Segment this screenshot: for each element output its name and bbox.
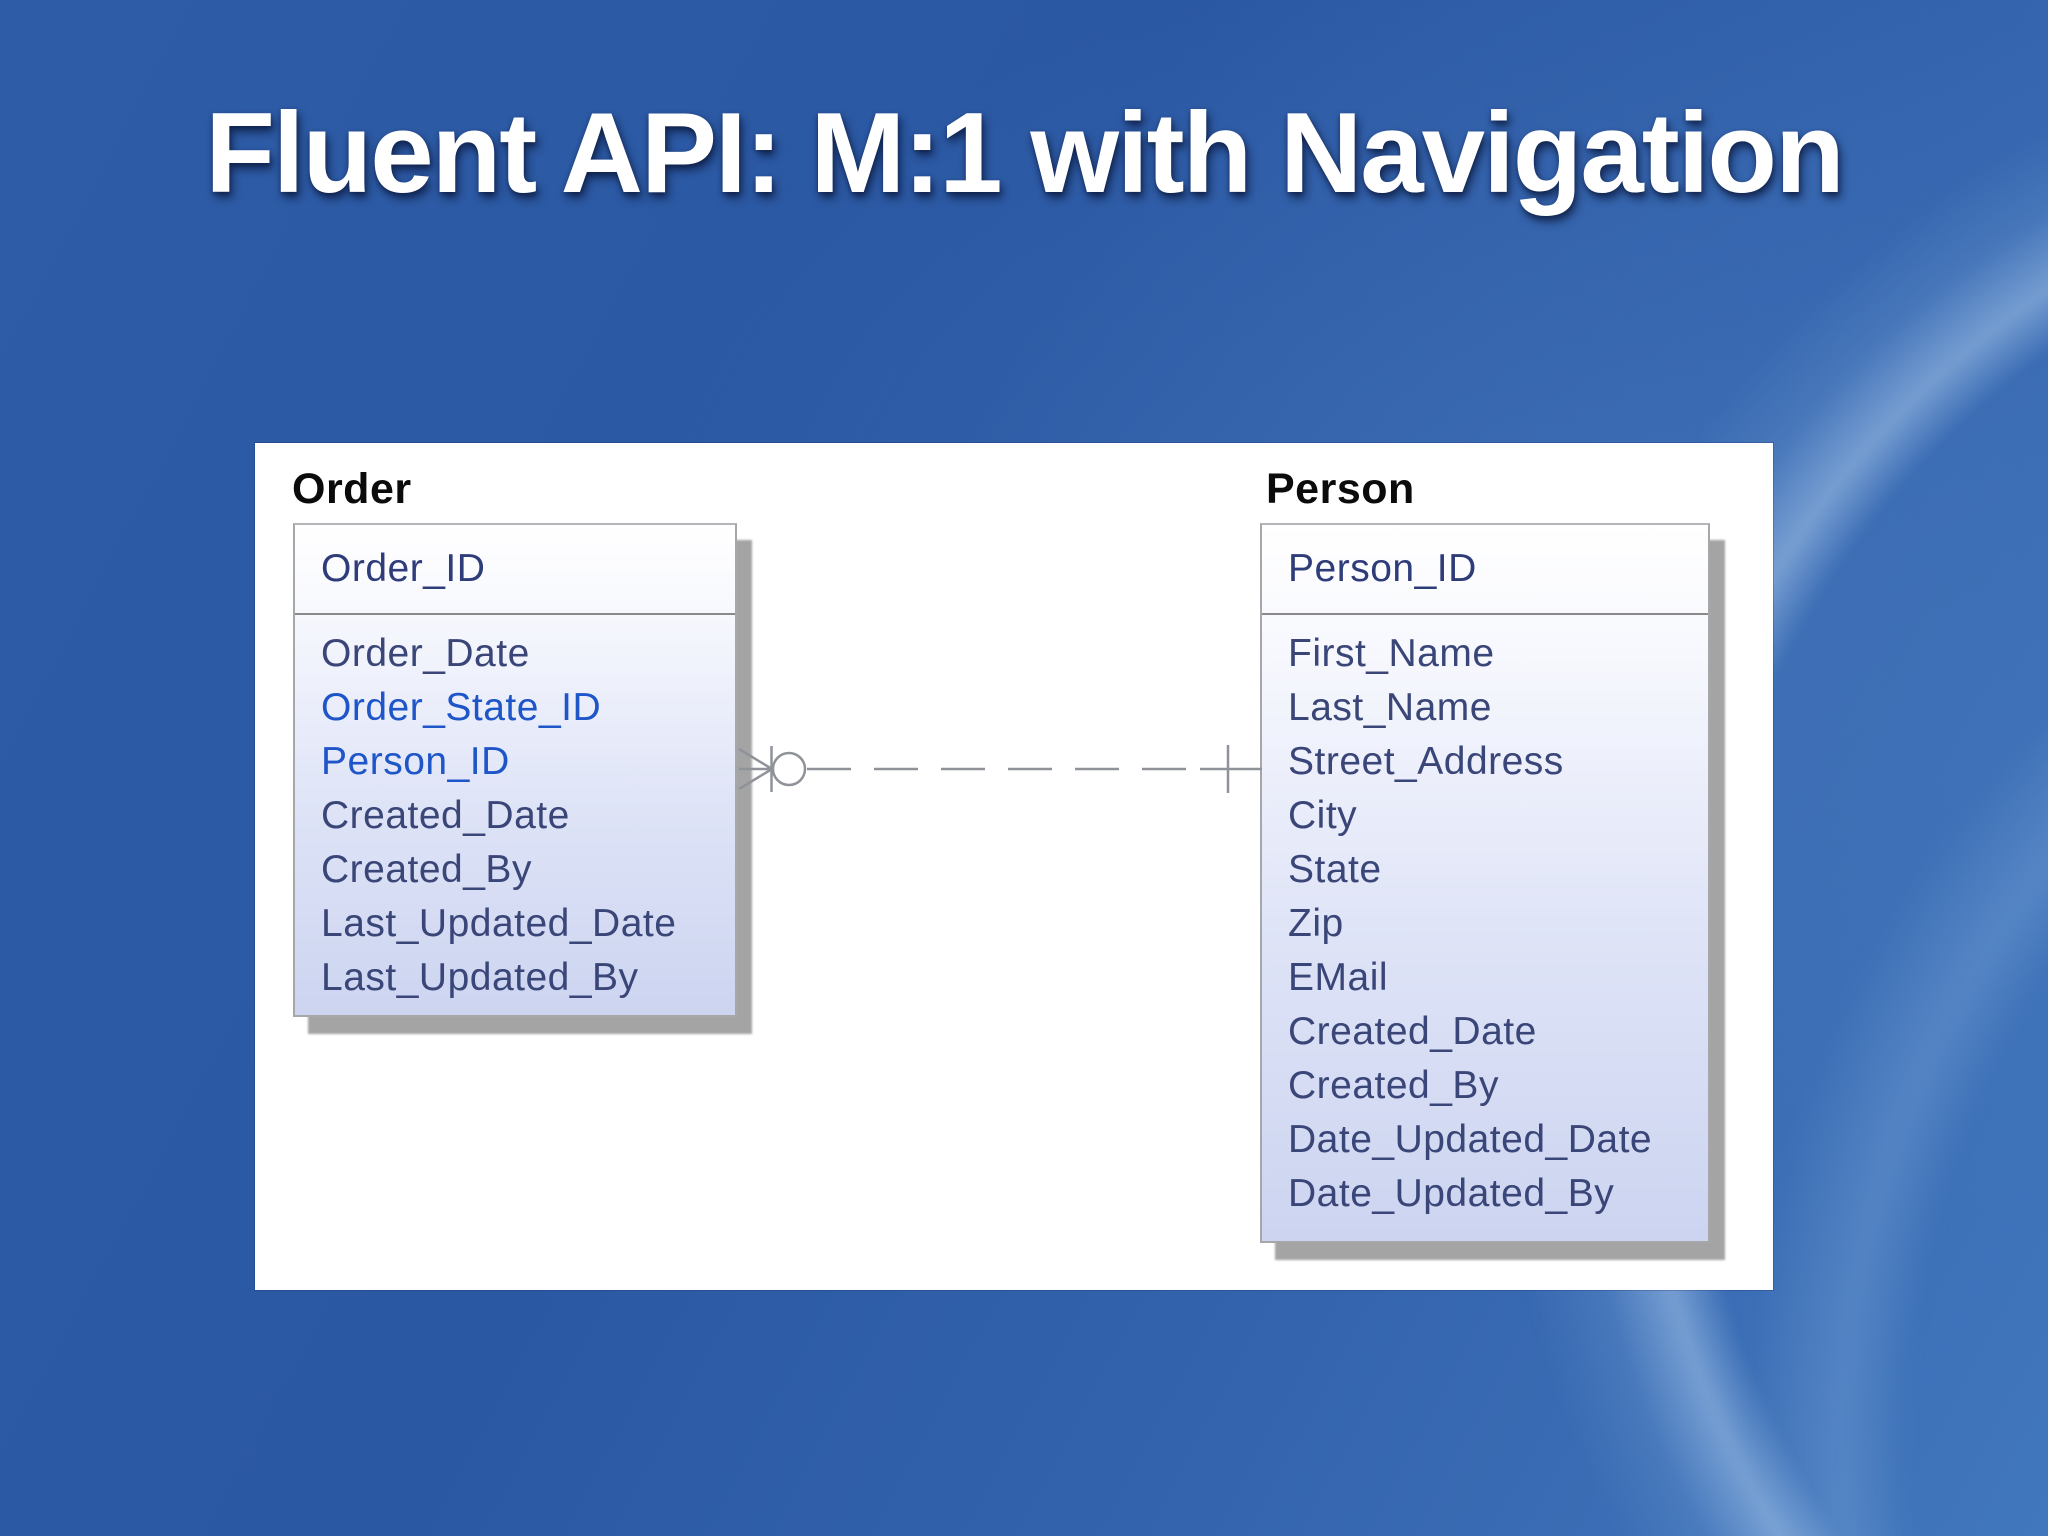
table-field: Created_Date	[321, 794, 570, 837]
table-field: State	[1288, 848, 1382, 891]
order-table: Order_ID Order_Date Order_State_ID Perso…	[293, 523, 737, 1017]
crow-foot-many-icon	[738, 747, 773, 791]
table-field: Last_Updated_By	[321, 956, 639, 999]
table-field: Order_State_ID	[321, 686, 602, 729]
table-field: Last_Name	[1288, 686, 1492, 729]
diagram-panel: Order Order_ID Order_Date Order_State_ID…	[255, 443, 1773, 1290]
table-field: Date_Updated_By	[1288, 1172, 1615, 1215]
slide-title: Fluent API: M:1 with Navigation	[205, 90, 1844, 217]
order-pk-row: Order_ID	[295, 525, 735, 615]
order-table-title: Order	[292, 465, 412, 513]
table-field: Person_ID	[321, 740, 510, 783]
relationship-connector	[738, 745, 1262, 793]
table-field: EMail	[1288, 956, 1389, 999]
table-field: Street_Address	[1288, 740, 1564, 783]
person-table: Person_ID First_Name Last_Name Street_Ad…	[1260, 523, 1710, 1243]
person-pk-row: Person_ID	[1262, 525, 1708, 615]
table-field: First_Name	[1288, 632, 1495, 675]
person-fields: First_Name Last_Name Street_Address City…	[1262, 615, 1708, 1221]
table-field: Order_Date	[321, 632, 530, 675]
table-field: Zip	[1288, 902, 1344, 945]
table-field: City	[1288, 794, 1358, 837]
order-fields: Order_Date Order_State_ID Person_ID Crea…	[295, 615, 735, 1005]
person-pk-field: Person_ID	[1288, 547, 1477, 590]
order-pk-field: Order_ID	[321, 547, 486, 590]
table-field: Date_Updated_Date	[1288, 1118, 1653, 1161]
table-field: Last_Updated_Date	[321, 902, 677, 945]
table-field: Created_By	[321, 848, 532, 891]
table-field: Created_Date	[1288, 1010, 1537, 1053]
table-field: Created_By	[1288, 1064, 1499, 1107]
zero-cardinality-circle-icon	[771, 751, 807, 787]
person-table-title: Person	[1266, 465, 1415, 513]
